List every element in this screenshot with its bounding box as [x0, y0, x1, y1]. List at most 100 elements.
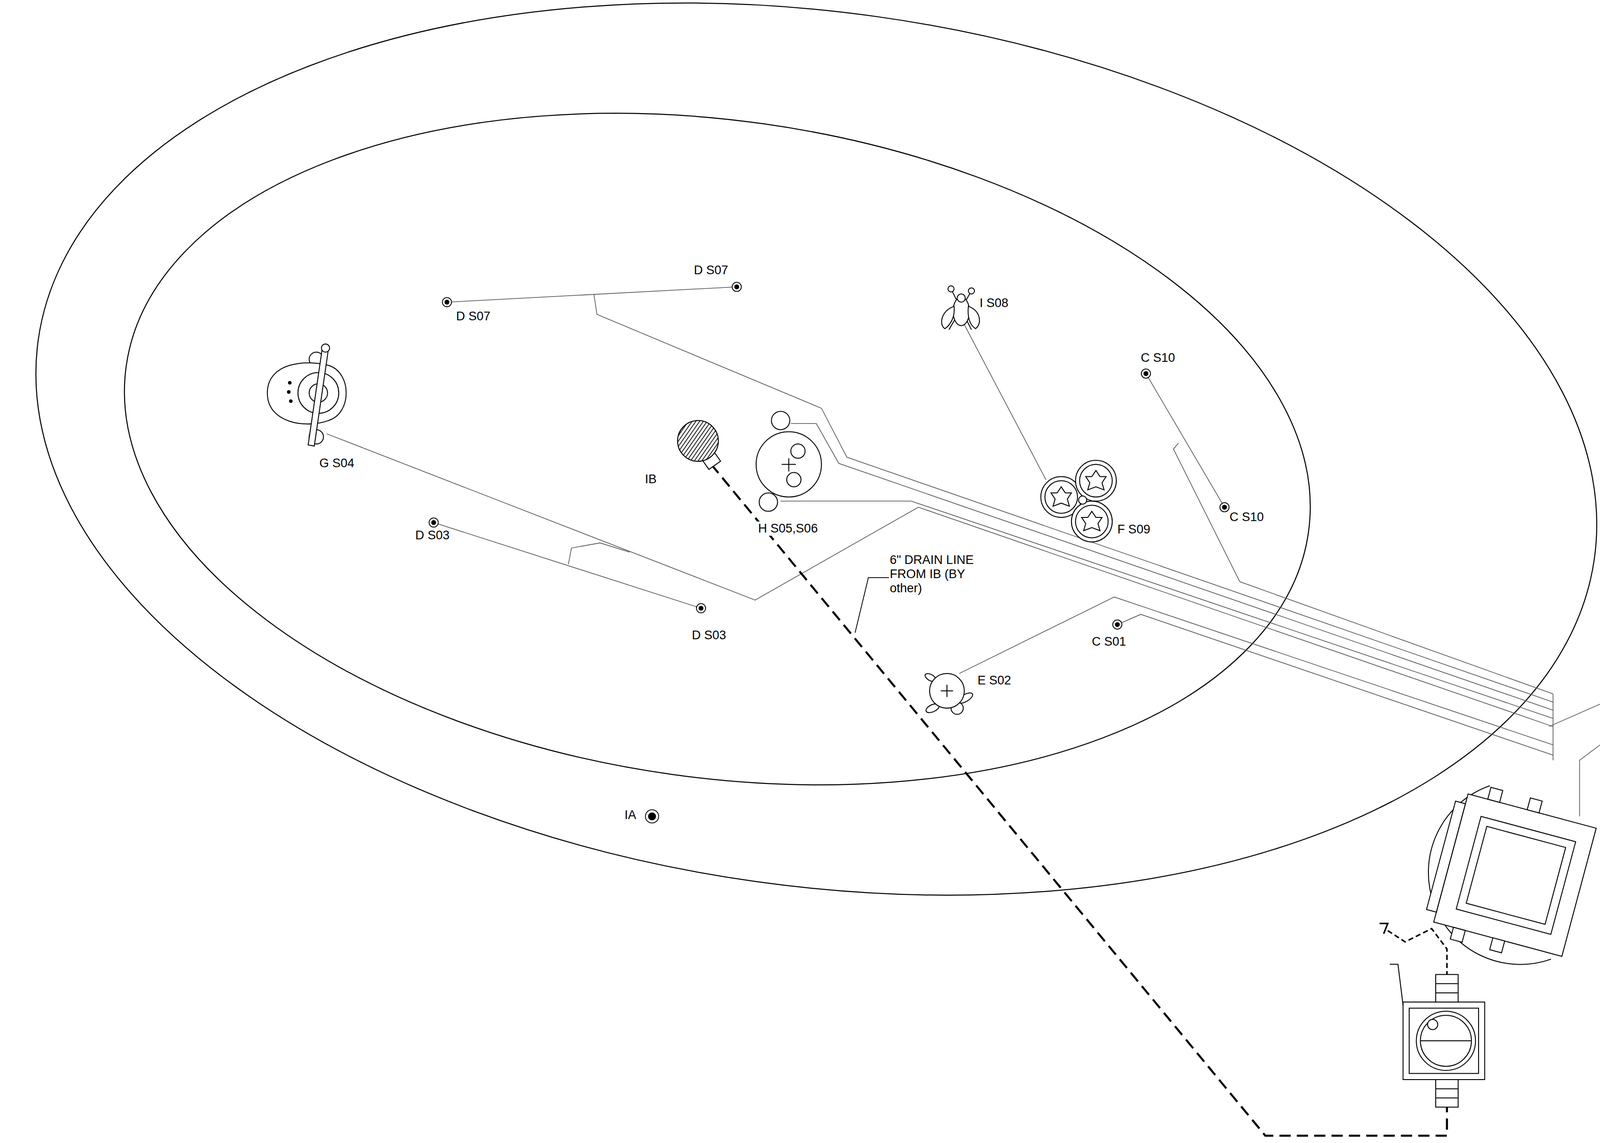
feature-head	[956, 293, 966, 303]
leader-line	[855, 577, 890, 633]
callout-label: I S08	[978, 296, 1010, 311]
supply-line	[964, 324, 1046, 480]
pit-pipe-ring	[1435, 1097, 1459, 1099]
feature-body	[267, 362, 347, 424]
feature-dot	[287, 390, 291, 394]
feature-jet	[759, 492, 778, 512]
equipment-fitting	[1450, 927, 1466, 943]
callout-label: G S04	[318, 456, 356, 471]
pit-pipe	[1435, 974, 1459, 1003]
nozzle-dot	[734, 284, 739, 289]
inner-ring	[80, 40, 1355, 858]
equipment	[1379, 779, 1600, 1108]
feature-f	[1040, 460, 1117, 543]
supply-line	[446, 287, 737, 303]
nozzle-dot	[444, 300, 450, 305]
feature-wing	[967, 306, 980, 329]
callout-label: D S07	[692, 263, 729, 278]
feature-cross	[946, 684, 948, 698]
nozzle	[1141, 369, 1151, 379]
feature-g	[267, 344, 347, 447]
feature-petal	[1050, 486, 1072, 507]
callout-label: C S10	[1139, 350, 1177, 366]
callout-label: F S09	[1116, 522, 1151, 537]
feature-antenna	[968, 287, 975, 294]
pad-outline	[0, 0, 1600, 991]
nozzle	[1112, 620, 1122, 630]
supply-line	[568, 543, 630, 565]
supply-line	[433, 522, 701, 609]
callout-label: C S01	[1090, 634, 1127, 649]
feature-cap	[321, 344, 330, 353]
callout-label: D S03	[414, 528, 451, 543]
supply-line	[1173, 443, 1553, 695]
outer-ring	[0, 0, 1600, 991]
equipment-fitting	[1526, 798, 1543, 814]
drain-grate	[677, 420, 719, 462]
feature-dot	[289, 399, 293, 403]
nozzle	[732, 282, 742, 292]
callout-label: D S07	[454, 309, 492, 324]
nozzle-dot	[699, 606, 704, 611]
nozzle	[428, 517, 439, 528]
supply-lines	[326, 287, 1600, 817]
nozzle	[442, 297, 452, 307]
pit-valve	[1427, 1019, 1438, 1030]
pit-lid	[1416, 1011, 1476, 1071]
break-line	[1548, 704, 1600, 727]
nozzle	[696, 603, 706, 613]
feature-e	[923, 672, 974, 715]
callout-label: C S10	[1228, 510, 1265, 525]
equipment-panel	[1456, 816, 1576, 935]
nozzle-dot	[1222, 505, 1227, 510]
feature-jet	[771, 411, 790, 430]
nozzles	[428, 282, 1229, 824]
supply-line	[780, 501, 1554, 719]
callout-label: E S02	[976, 673, 1013, 688]
note-text: 6" DRAIN LINE FROM IB (BY other)	[888, 553, 983, 596]
callout-label: D S03	[690, 628, 727, 643]
feature-bloom	[1071, 501, 1113, 542]
pit-pipe-ring	[1435, 992, 1459, 994]
callout-label: IA	[623, 808, 638, 823]
pit-pipe-ring	[1435, 1088, 1459, 1090]
feature-jet	[790, 444, 806, 459]
feature-bloom	[1045, 480, 1078, 514]
equipment-unit	[1420, 779, 1600, 969]
feature-h	[756, 411, 822, 512]
feature-shell	[929, 673, 965, 709]
nozzle-dot	[431, 520, 436, 525]
feature-bloom	[1079, 464, 1113, 498]
feature-bar	[308, 347, 329, 447]
equipment-panel	[1466, 826, 1566, 925]
equipment-fitting	[1489, 937, 1505, 953]
pit-leader	[1389, 964, 1403, 1005]
supply-line	[1117, 614, 1553, 756]
break-line	[1552, 694, 1554, 761]
pit-box	[1402, 1002, 1485, 1080]
feature-body	[756, 431, 822, 497]
pit-pipe-ring	[1435, 983, 1459, 985]
pipe-end	[1379, 923, 1388, 934]
pit-pipe	[1435, 1079, 1459, 1108]
supply-line	[959, 596, 1553, 745]
drain-line	[711, 464, 1447, 1136]
pit-lid	[1420, 1015, 1472, 1067]
pipe-dash	[1387, 928, 1448, 975]
feature-bloom	[1075, 460, 1117, 502]
feature-petal	[1081, 511, 1103, 531]
pit-box	[1409, 1008, 1479, 1074]
feature-cross	[788, 458, 790, 472]
callout-label: IB	[643, 472, 658, 487]
feature-petal	[1085, 470, 1107, 490]
feature-i	[941, 285, 980, 330]
nozzle	[1219, 502, 1229, 513]
feature-wing	[941, 306, 955, 329]
break-line	[1579, 745, 1600, 817]
nozzle-dot	[1115, 622, 1120, 627]
drain-ib	[677, 420, 721, 470]
inlet	[645, 810, 659, 824]
supply-line	[790, 423, 1553, 711]
